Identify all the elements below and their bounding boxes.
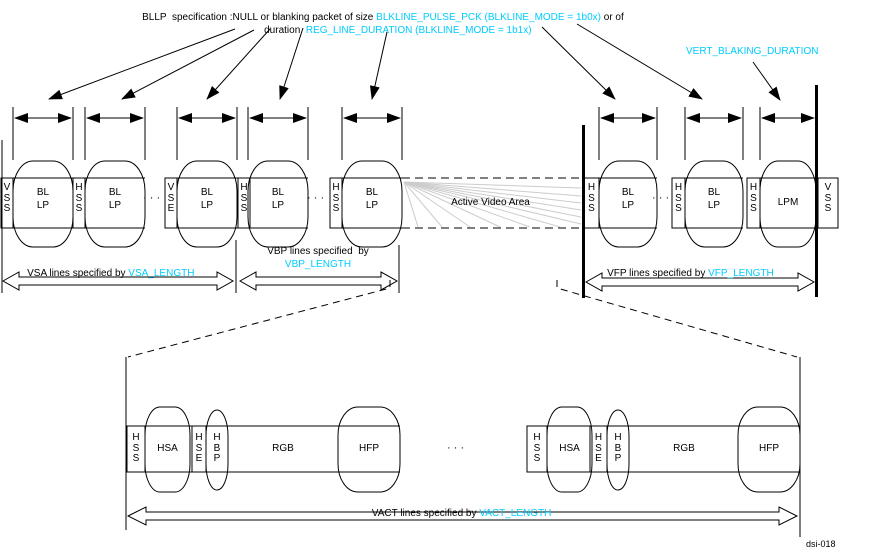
ellipsis-bottom: · · · xyxy=(447,442,465,454)
vbp-length-arrow xyxy=(238,271,399,291)
figure-id-label: dsi-018 xyxy=(806,539,836,549)
vsa-length-param: VSA_LENGTH xyxy=(128,268,195,279)
cell-hse-1: H S E xyxy=(195,432,203,464)
active-video-area-label: Active Video Area xyxy=(451,197,530,208)
cell-vse: V S E xyxy=(167,182,175,214)
vbp-label-line1: VBP lines specified by xyxy=(267,246,369,257)
cell-hfp-2: HFP xyxy=(759,443,779,454)
bllp-note-line1-param: BLKLINE_PULSE_PCK (BLKLINE_MODE = 1b0x) xyxy=(376,12,601,23)
cell-rgb-2: RGB xyxy=(673,443,695,454)
cell-hss-b2: H S S xyxy=(533,432,541,464)
cell-lpm: LPM xyxy=(777,197,799,208)
cell-hbp-1: H B P xyxy=(213,432,221,464)
cell-hss-5: H S S xyxy=(674,182,683,214)
vfp-label: VFP lines specified by VFP_LENGTH xyxy=(607,268,774,279)
length-arrows xyxy=(1,271,816,526)
cell-hss-4: H S S xyxy=(587,182,596,214)
cell-hbp-2: H B P xyxy=(614,432,622,464)
cell-vss-left: V S S xyxy=(3,182,11,214)
vert-blanking-duration-label: VERT_BLAKING_DURATION xyxy=(686,46,819,57)
blanking-boundary-lines xyxy=(582,85,818,298)
vfp-length-arrow xyxy=(584,272,816,292)
label-separators xyxy=(1,140,400,293)
line-duration-arrows xyxy=(12,107,815,160)
bllp-leader-arrows xyxy=(48,23,781,101)
vact-label: VACT lines specified by VACT_LENGTH xyxy=(371,508,552,519)
ellipsis-top-2: · · · xyxy=(307,192,325,204)
bllp-note-line2-prefix: duration xyxy=(264,25,306,36)
cell-rgb-1: RGB xyxy=(272,443,294,454)
cell-hss-1: H S S xyxy=(75,182,83,214)
vsa-label: VSA lines specified by VSA_LENGTH xyxy=(27,268,195,279)
bllp-note-line2-param: REG_LINE_DURATION (BLKLINE_MODE = 1b1x) xyxy=(305,25,532,36)
cell-vss-right: V S S xyxy=(824,182,832,214)
cell-hsa-2: HSA xyxy=(559,443,580,454)
vbp-length-param: VBP_LENGTH xyxy=(284,259,352,270)
cell-hsa-1: HSA xyxy=(157,443,178,454)
bllp-note-line1: BLLP specification :NULL or blanking pac… xyxy=(131,0,624,36)
cell-hss-b1: H S S xyxy=(132,432,140,464)
ellipsis-top-3: · · · xyxy=(652,192,670,204)
vact-length-arrow xyxy=(126,506,799,526)
vsa-length-arrow xyxy=(1,271,235,291)
active-area-fan-lines xyxy=(403,181,582,228)
cell-hss-6: H S S xyxy=(749,182,758,214)
active-video-area xyxy=(402,177,583,229)
vfp-length-param: VFP_LENGTH xyxy=(708,268,774,279)
horizontal-line-band xyxy=(126,406,801,493)
cell-hfp-1: HFP xyxy=(359,443,379,454)
bllp-note-line2: duration REG_LINE_DURATION (BLKLINE_MODE… xyxy=(253,13,532,49)
bllp-note-line1-prefix: BLLP specification :NULL or blanking pac… xyxy=(142,12,377,23)
bllp-note-line1-suffix: or of xyxy=(600,12,624,23)
cell-hse-2: H S E xyxy=(594,432,603,464)
ellipsis-top-1: · · · xyxy=(143,192,161,204)
cell-hss-2: H S S xyxy=(240,182,248,214)
cell-hss-3: H S S xyxy=(332,182,340,214)
vact-length-param: VACT_LENGTH xyxy=(479,508,552,519)
